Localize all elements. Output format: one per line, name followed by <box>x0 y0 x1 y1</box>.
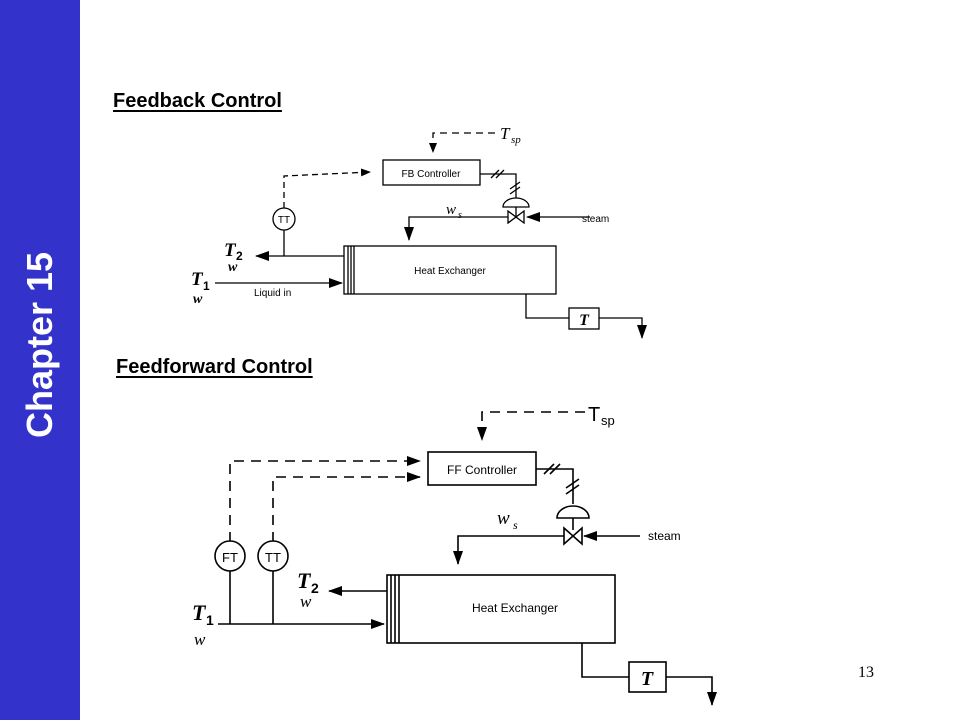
ff-ft-label: FT <box>222 550 238 565</box>
fb-controller-label: FB Controller <box>402 169 462 180</box>
ff-controller-box <box>427 451 537 486</box>
feedback-heading: Feedback Control <box>113 90 282 112</box>
chapter-sidebar: Chapter 15 <box>0 0 80 720</box>
fb-setpoint-subscript: sp <box>511 134 521 146</box>
ff-steam-label: steam <box>648 529 681 543</box>
fb-outlet-temp-symbol: T <box>224 240 237 261</box>
ff-tt-label: TT <box>265 550 281 565</box>
feedback-diagram <box>215 132 647 339</box>
ff-setpoint-subscript: sp <box>601 413 615 428</box>
page-number: 13 <box>858 664 874 681</box>
ff-exchanger-label: Heat Exchanger <box>472 601 558 615</box>
ff-controller-label: FF Controller <box>447 463 517 477</box>
fb-steam-flow-subscript: s <box>458 210 462 221</box>
feedforward-diagram <box>214 411 717 706</box>
fb-inlet-flow-symbol: w <box>193 292 203 307</box>
ff-inlet-temp-symbol: T <box>192 600 207 625</box>
ff-outlet-temp-symbol: T <box>297 568 312 593</box>
fb-trap-label: T <box>579 312 590 329</box>
ff-valve-actuator <box>556 505 590 519</box>
ff-steam-flow-subscript: s <box>513 518 518 532</box>
ff-steam-flow-symbol: w <box>497 508 510 529</box>
fb-exchanger-label: Heat Exchanger <box>414 266 486 277</box>
ff-valve-body <box>563 526 583 546</box>
fb-setpoint-symbol: T <box>500 124 511 143</box>
fb-heat-exchanger <box>343 245 557 295</box>
fb-outlet-flow-symbol: w <box>228 260 238 275</box>
ff-inlet-temp-subscript: 1 <box>206 612 214 628</box>
fb-inlet-temp-symbol: T <box>191 269 204 290</box>
ff-heat-exchanger <box>386 574 616 644</box>
ff-trap-label: T <box>641 668 654 690</box>
fb-steam-flow-symbol: w <box>446 202 456 218</box>
ff-inlet-flow-symbol: w <box>194 630 206 649</box>
fb-valve-actuator <box>502 197 530 208</box>
fb-inlet-temp-subscript: 1 <box>203 279 210 293</box>
fb-controller-box <box>382 159 481 186</box>
fb-liquid-in-label: Liquid in <box>254 288 291 299</box>
fb-tt-label: TT <box>278 215 290 226</box>
fb-outlet-temp-subscript: 2 <box>236 249 243 263</box>
fb-valve-body <box>507 209 525 225</box>
ff-outlet-flow-symbol: w <box>300 592 312 611</box>
ff-setpoint-symbol: T <box>588 404 600 426</box>
feedforward-heading: Feedforward Control <box>116 356 313 378</box>
ff-outlet-temp-subscript: 2 <box>311 580 319 596</box>
fb-steam-label: steam <box>582 214 609 225</box>
